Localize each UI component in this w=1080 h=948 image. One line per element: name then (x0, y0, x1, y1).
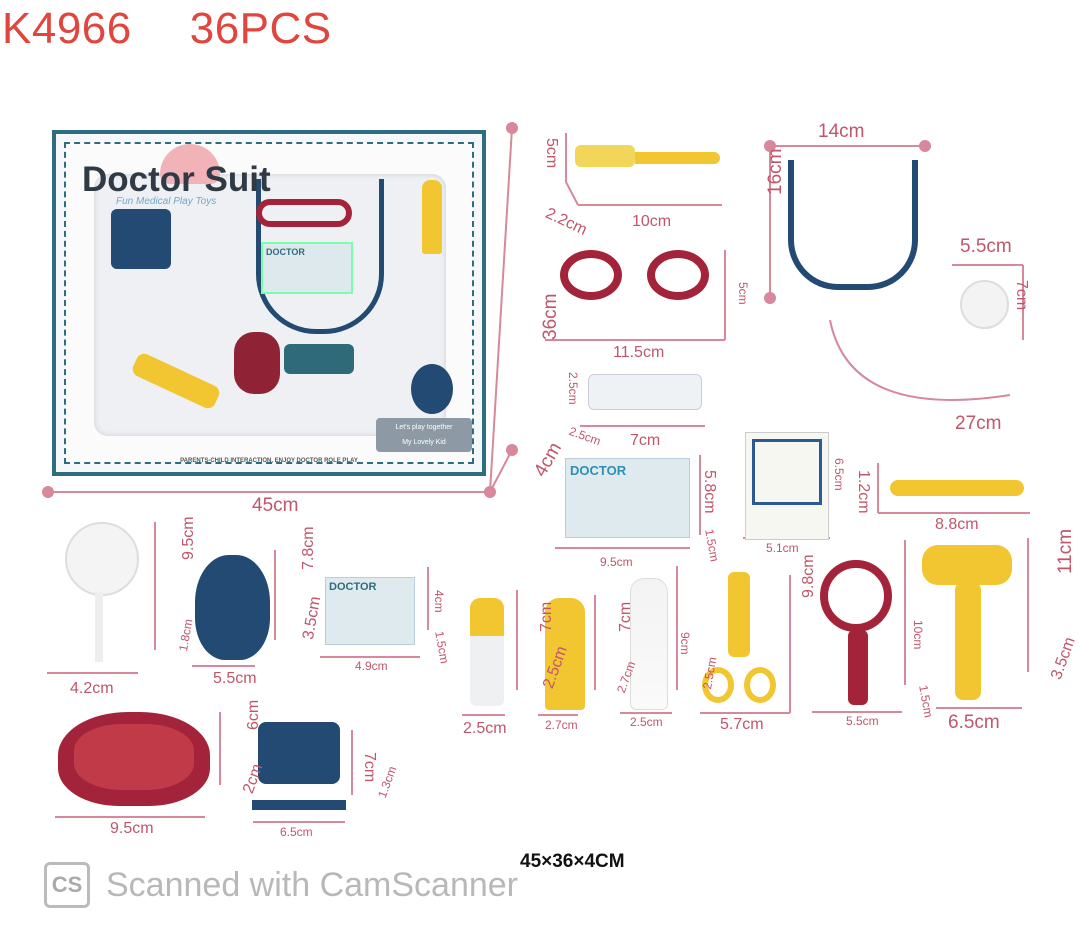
dimension-label: 2.5cm (566, 372, 580, 405)
reflex-hammer-head (922, 545, 1012, 585)
dimension-label: 5.5cm (960, 236, 1012, 257)
dimension-label: 36cm (540, 293, 561, 340)
dimension-label: 11cm (1055, 528, 1076, 574)
syringe-needle (635, 152, 720, 164)
scissors (700, 572, 780, 707)
heart-icon (160, 144, 220, 184)
doctor-card: DOCTOR (565, 458, 690, 538)
dimension-label: 11.5cm (613, 344, 665, 361)
dimension-label: 6.5cm (948, 712, 1000, 733)
reflex-tool-handle (848, 630, 868, 705)
dimension-label: 5.7cm (720, 716, 764, 733)
dimension-label: 2.5cm (463, 720, 507, 737)
small-doctor-card: DOCTOR (325, 577, 415, 645)
dimension-label: 2.5cm (630, 715, 663, 729)
dimension-label: 7cm (361, 752, 378, 783)
dimension-label: 5.8cm (701, 470, 718, 514)
test-tube (588, 374, 702, 410)
clipboard (745, 432, 829, 540)
dimension-label: 7.8cm (300, 526, 317, 570)
dimension-label: 5cm (543, 138, 560, 169)
box-footer: PARENTS-CHILD INTERACTION, ENJOY DOCTOR … (180, 458, 358, 464)
package-size: 45×36×4CM (520, 851, 625, 872)
dimension-label: 4cm (432, 590, 446, 613)
dropper-bottle (630, 578, 668, 710)
stethoscope-chestpiece (960, 280, 1009, 329)
dimension-label: 16cm (765, 148, 786, 195)
toy-glasses (555, 250, 715, 300)
dimension-label: 27cm (955, 413, 1002, 434)
dimension-label: 9.5cm (600, 555, 633, 569)
syringe (575, 145, 635, 167)
monitor-base (252, 800, 346, 810)
dimension-label: 5.1cm (766, 541, 799, 555)
dimension-label: 8.8cm (935, 516, 979, 533)
otoscope (195, 555, 270, 660)
dimension-label: 9cm (678, 632, 692, 655)
dimension-label: 10cm (632, 213, 672, 230)
dimension-label: 14cm (818, 121, 865, 142)
reflex-tool (820, 560, 892, 632)
dimension-label: 1.2cm (855, 470, 872, 514)
box-doctor-card: DOCTOR (261, 242, 353, 294)
box-bottle (422, 180, 442, 254)
dimension-label: 2.7cm (545, 718, 578, 732)
camscanner-icon: CS (44, 862, 90, 908)
dimension-label: 5cm (736, 282, 750, 305)
dimension-label: 10cm (911, 620, 925, 650)
camscanner-watermark: CS Scanned with CamScanner (44, 862, 518, 908)
box-glasses (256, 199, 352, 227)
dimension-label: 4.2cm (70, 680, 114, 697)
reflex-hammer-handle (955, 582, 981, 700)
box-title: Doctor Suit (82, 160, 271, 199)
product-header: K4966 36PCS (2, 4, 390, 54)
head-mirror-stand (95, 592, 103, 662)
toy-stethoscope (788, 160, 918, 290)
dimension-label: 5.5cm (213, 670, 257, 687)
dimension-label: 9.8cm (800, 554, 817, 598)
dimension-label: 7cm (1013, 280, 1030, 311)
box-stethoscope (256, 179, 384, 334)
head-mirror (65, 522, 139, 596)
dimension-label: 45cm (252, 495, 299, 516)
dimension-label: 6cm (245, 699, 262, 730)
yellow-bottle (545, 598, 585, 710)
dimension-label: 7cm (630, 432, 661, 449)
box-otoscope (411, 364, 453, 414)
model-number: K4966 (2, 4, 132, 53)
box-pill-card (284, 344, 354, 374)
box-subtitle: Fun Medical Play Toys (116, 196, 217, 207)
box-tag: Let's play together My Lovely Kid (376, 418, 472, 452)
piece-count: 36PCS (189, 4, 332, 53)
box-tag-line2: My Lovely Kid (402, 439, 446, 446)
box-monitor (111, 209, 171, 269)
kidney-dish (58, 712, 210, 806)
monitor (258, 722, 340, 784)
dimension-label: 5.5cm (846, 714, 879, 728)
box-tag-line1: Let's play together (395, 424, 453, 431)
box-tray-dish (234, 332, 280, 394)
watermark-text: Scanned with CamScanner (106, 865, 519, 904)
dimension-label: 7cm (617, 601, 634, 632)
medicine-vial (470, 598, 504, 706)
dimension-label: 9.5cm (180, 516, 197, 560)
dimension-label: 6.5cm (832, 458, 846, 491)
product-box: Doctor Suit Fun Medical Play Toys DOCTOR… (52, 130, 486, 476)
tongue-depressor (890, 480, 1024, 496)
dimension-label: 4.9cm (355, 659, 388, 673)
dimension-label: 7cm (538, 601, 555, 632)
dimension-label: 6.5cm (280, 825, 313, 839)
dimension-label: 9.5cm (110, 820, 154, 837)
